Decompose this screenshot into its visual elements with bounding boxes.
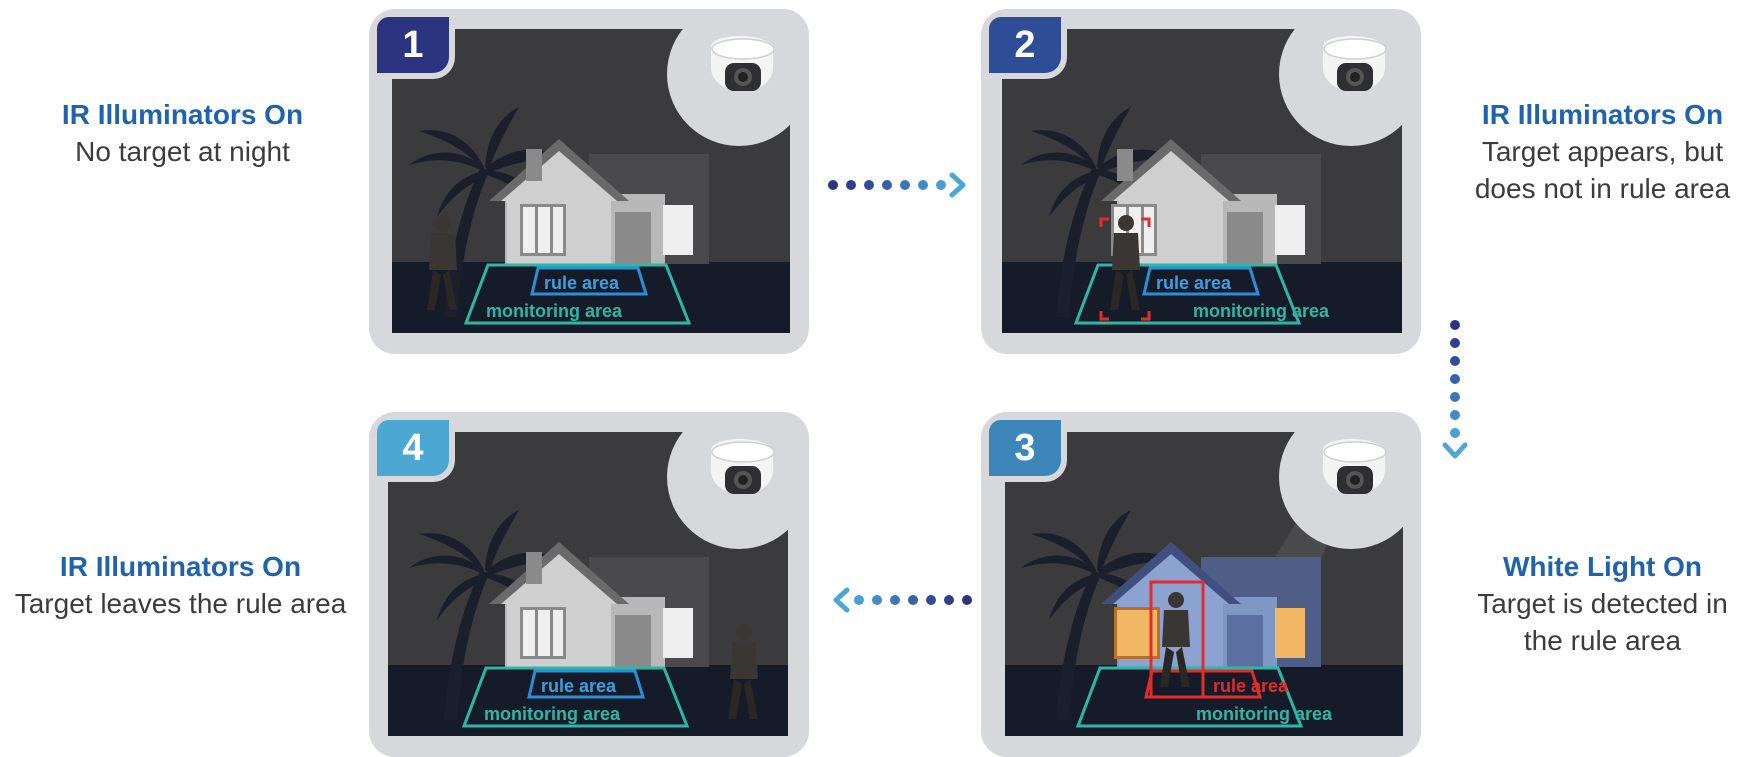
step-3-badge: 3 (989, 420, 1067, 482)
panel-step-1: rule area monitoring area 1 (369, 9, 809, 354)
dome-camera-icon (711, 36, 774, 91)
rule-area-label: rule area (544, 273, 620, 293)
step-2-desc-line1: Target appears, but (1460, 133, 1745, 170)
monitoring-area-label: monitoring area (486, 301, 623, 321)
panel-step-2: rule area monitoring area 2 (981, 9, 1421, 354)
step-4-desc: Target leaves the rule area (15, 588, 347, 619)
step-2-badge: 2 (989, 17, 1067, 79)
step-1-badge: 1 (377, 17, 455, 79)
rule-area-label: rule area (1156, 273, 1232, 293)
step-3-title: White Light On (1460, 548, 1745, 585)
step-2-desc-line2: does not in rule area (1460, 170, 1745, 207)
step-1-desc: No target at night (75, 136, 290, 167)
dome-camera-icon (1323, 36, 1386, 91)
dome-camera-icon (1323, 439, 1386, 494)
arrow-right-icon (825, 170, 975, 200)
step-3-desc-line2: the rule area (1460, 622, 1745, 659)
step-3-desc-line1: Target is detected in (1460, 585, 1745, 622)
caption-step-4: IR Illuminators On Target leaves the rul… (8, 548, 353, 622)
step-1-title: IR Illuminators On (20, 96, 345, 133)
rule-area-label: rule area (1213, 676, 1289, 696)
step-4-badge: 4 (377, 420, 455, 482)
arrow-left-icon (825, 585, 975, 615)
monitoring-area-label: monitoring area (1193, 301, 1330, 321)
dome-camera-icon (711, 439, 774, 494)
panel-step-3: rule area monitoring area 3 (981, 412, 1421, 757)
step-2-title: IR Illuminators On (1460, 96, 1745, 133)
caption-step-2: IR Illuminators On Target appears, but d… (1460, 96, 1745, 207)
step-4-title: IR Illuminators On (8, 548, 353, 585)
caption-step-1: IR Illuminators On No target at night (20, 96, 345, 170)
arrow-down-icon (1440, 315, 1470, 465)
rule-area-label: rule area (541, 676, 617, 696)
monitoring-area-label: monitoring area (484, 704, 621, 724)
monitoring-area-label: monitoring area (1196, 704, 1333, 724)
panel-step-4: rule area monitoring area 4 (369, 412, 809, 757)
caption-step-3: White Light On Target is detected in the… (1460, 548, 1745, 659)
